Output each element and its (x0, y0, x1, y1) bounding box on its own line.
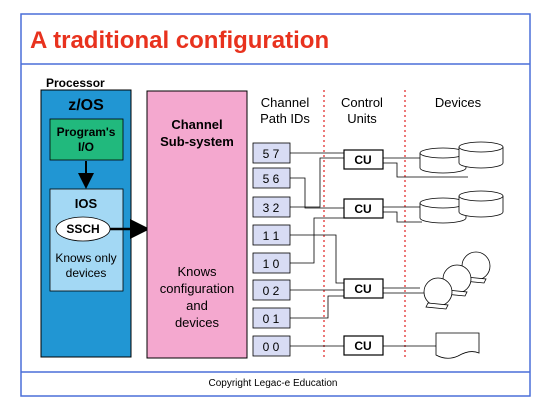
disk-icon (419, 147, 467, 174)
ios-knows-label-1: Knows only (55, 251, 116, 265)
slide-title: A traditional configuration (30, 27, 330, 54)
control-unit-column: CU CU CU CU (343, 149, 384, 356)
wire (290, 295, 344, 319)
devices-header: Devices (435, 95, 482, 110)
control-unit-label: CU (354, 153, 371, 167)
chpid-label: 5 6 (263, 172, 280, 186)
chpid-header-1: Channel (261, 95, 310, 110)
processor-label: Processor (46, 76, 105, 90)
control-unit-box (343, 149, 384, 170)
ios-label: IOS (75, 196, 98, 211)
control-unit-box (343, 335, 384, 356)
chpid-label: 0 2 (263, 284, 280, 298)
ios-knows-label-2: devices (66, 266, 107, 280)
chpid-cu-wiring (290, 152, 344, 347)
cu-header-2: Units (347, 111, 377, 126)
channel-knows-label-4: devices (175, 315, 220, 330)
disk-icon (458, 190, 504, 218)
chpid-header-2: Path IDs (260, 111, 310, 126)
control-unit-box (343, 198, 384, 219)
terminal-icon (423, 277, 453, 310)
control-unit-label: CU (354, 339, 371, 353)
chpid-label: 3 2 (263, 201, 280, 215)
wire (290, 234, 344, 284)
channel-subsystem-title-2: Sub-system (160, 134, 234, 149)
chpid-label: 0 0 (263, 340, 280, 354)
wire (383, 211, 422, 223)
channel-knows-label-1: Knows (177, 264, 217, 279)
chpid-label: 5 7 (263, 147, 280, 161)
chpid-label: 1 1 (263, 229, 280, 243)
program-io-label-2: I/O (78, 140, 94, 154)
program-io-label-1: Program's (57, 125, 116, 139)
wire (290, 177, 344, 209)
wire (383, 162, 468, 178)
program-io-box (49, 118, 124, 161)
channel-knows-label-3: and (186, 298, 208, 313)
control-unit-box (343, 278, 384, 299)
control-unit-label: CU (354, 282, 371, 296)
wire (290, 217, 344, 264)
control-unit-label: CU (354, 202, 371, 216)
chpid-label: 0 1 (263, 312, 280, 326)
ssch-label: SSCH (66, 222, 99, 236)
chpid-column: 5 7 5 6 3 2 1 1 1 0 0 2 0 1 0 0 (252, 142, 291, 357)
channel-subsystem-title-1: Channel (171, 117, 222, 132)
channel-knows-label-2: configuration (160, 281, 234, 296)
disk-icon (458, 141, 504, 169)
wire (290, 157, 344, 208)
zos-label: z/OS (68, 97, 104, 114)
disk-icon (419, 197, 467, 224)
cu-header-1: Control (341, 95, 383, 110)
copyright-footer: Copyright Legac-e Education (208, 378, 338, 389)
printer-icon (435, 332, 480, 359)
channel-subsystem-box (146, 90, 248, 359)
chpid-label: 1 0 (263, 257, 280, 271)
